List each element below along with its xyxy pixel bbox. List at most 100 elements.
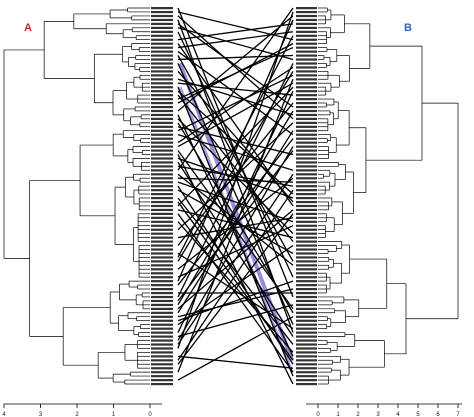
right-leaf-label: [296, 70, 317, 73]
right-leaf-label: [296, 58, 317, 61]
connector-line: [177, 90, 294, 195]
left-leaf-label: [151, 7, 173, 10]
right-leaf-label: [296, 153, 317, 156]
right-axis-tick-label: 5: [416, 412, 420, 417]
right-leaf-label: [296, 105, 317, 109]
left-leaf-label: [151, 319, 173, 322]
connector-line: [177, 110, 294, 306]
right-leaf-label: [296, 145, 317, 148]
right-leaf-label: [296, 157, 317, 160]
connector-line: [177, 15, 294, 112]
right-leaf-label: [296, 18, 317, 22]
left-leaf-label: [151, 38, 173, 41]
right-leaf-label: [296, 125, 317, 128]
connector-line: [177, 94, 294, 242]
connector-line: [177, 244, 294, 326]
right-leaf-label: [296, 94, 317, 97]
connector-line: [177, 201, 294, 361]
left-leaf-label: [151, 129, 173, 132]
left-leaf-label: [151, 359, 173, 362]
left-leaf-label: [151, 323, 173, 326]
left-leaf-label: [151, 295, 173, 299]
right-leaf-label: [296, 74, 317, 77]
left-leaf-label: [151, 62, 173, 65]
left-leaf-label: [151, 82, 173, 85]
right-leaf-label: [296, 30, 317, 33]
left-leaf-label: [151, 252, 173, 255]
left-leaf-label: [151, 315, 173, 318]
right-leaf-label: [296, 268, 317, 271]
right-leaf-label: [296, 129, 317, 132]
connector-line: [177, 35, 294, 258]
left-leaf-label: [151, 367, 173, 370]
right-leaf-label: [296, 220, 317, 223]
right-leaf-label: [296, 10, 317, 14]
left-leaf-label: [151, 149, 173, 152]
left-leaf-label: [151, 173, 173, 176]
right-leaf-label: [296, 196, 317, 200]
left-leaf-label: [151, 240, 173, 243]
right-leaf-label: [296, 272, 317, 275]
right-leaf-label: [296, 200, 317, 204]
connector-line: [177, 280, 294, 322]
left-leaf-label: [151, 90, 173, 93]
right-axis-tick-label: 6: [436, 412, 440, 417]
left-leaf-label: [151, 307, 173, 310]
left-leaf-label: [151, 177, 173, 180]
left-leaf-label: [151, 161, 173, 164]
connector-line: [177, 189, 294, 361]
right-leaf-label: [296, 280, 317, 283]
right-leaf-label: [296, 228, 317, 231]
panel-label-b: B: [404, 22, 412, 34]
left-axis-tick-label: 2: [75, 412, 79, 417]
left-leaf-label: [151, 10, 173, 14]
right-leaf-label: [296, 347, 317, 350]
connector-lines: [177, 7, 294, 385]
right-leaf-label: [296, 177, 317, 180]
left-leaf-label: [151, 101, 173, 105]
left-leaf-label: [151, 264, 173, 267]
right-leaf-label: [296, 165, 317, 168]
connector-line: [177, 134, 294, 171]
right-dendrogram: [318, 7, 459, 385]
left-leaf-label: [151, 34, 173, 37]
left-leaf-label: [151, 113, 173, 117]
left-leaf-label: [151, 363, 173, 366]
connector-line: [177, 130, 294, 314]
right-leaf-label: [296, 284, 317, 287]
left-leaf-label: [151, 137, 173, 140]
left-leaf-label: [151, 18, 173, 22]
right-leaf-labels: [296, 7, 317, 386]
connector-line: [177, 181, 294, 223]
left-leaf-label: [151, 145, 173, 148]
left-leaf-label: [151, 46, 173, 49]
right-leaf-label: [296, 327, 317, 330]
left-leaf-label: [151, 327, 173, 330]
right-leaf-label: [296, 256, 317, 259]
left-leaf-label: [151, 268, 173, 271]
left-leaf-label: [151, 371, 173, 374]
connector-line: [177, 43, 294, 104]
right-leaf-label: [296, 82, 317, 85]
right-leaf-label: [296, 331, 317, 334]
left-leaf-label: [151, 212, 173, 216]
connector-line: [177, 7, 294, 171]
left-axis-tick-label: 3: [39, 412, 43, 417]
connector-line: [177, 66, 294, 144]
connector-line: [177, 177, 294, 270]
connector-line: [177, 126, 294, 156]
connector-line: [177, 355, 294, 369]
right-axis-tick-label: 2: [356, 412, 360, 417]
right-leaf-label: [296, 375, 317, 378]
right-axis-tick-label: 1: [336, 412, 340, 417]
right-leaf-label: [296, 78, 317, 81]
left-leaf-label: [151, 280, 173, 283]
right-leaf-label: [296, 383, 317, 386]
left-leaf-label: [151, 185, 173, 188]
connector-line: [177, 19, 294, 282]
right-leaf-label: [296, 121, 317, 124]
left-leaf-label: [151, 193, 173, 196]
right-leaf-label: [296, 260, 317, 263]
